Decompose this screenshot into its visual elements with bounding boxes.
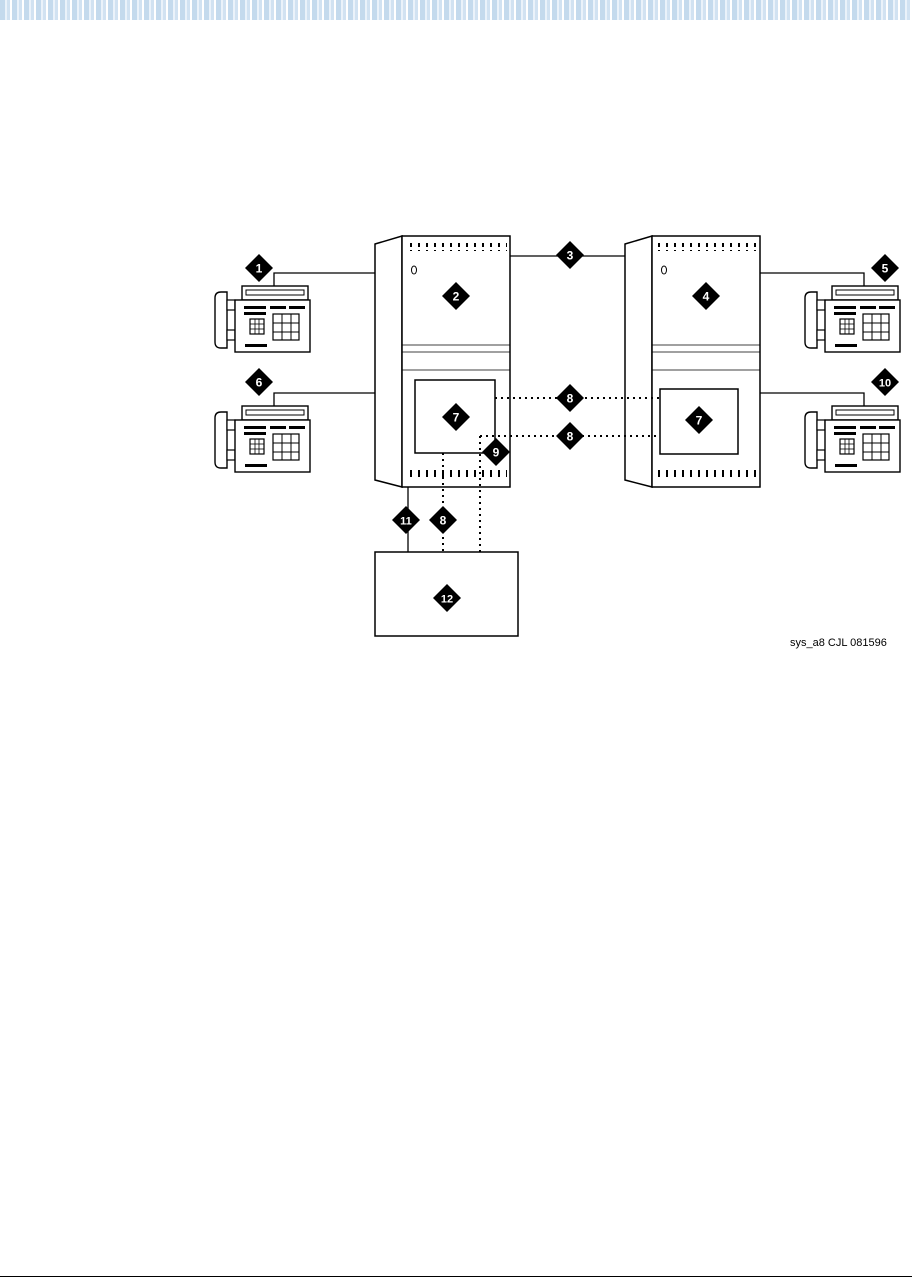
callout-6: 6: [245, 368, 273, 396]
callout-12-label: 12: [441, 594, 453, 606]
callout-7-left-label: 7: [453, 411, 460, 425]
callout-4-label: 4: [703, 290, 710, 304]
callout-8-top-label: 8: [567, 392, 574, 406]
callout-5-label: 5: [882, 262, 889, 276]
callout-8-middle-label: 8: [567, 430, 574, 444]
callout-11-label: 11: [400, 516, 412, 528]
callout-10: 10: [871, 368, 899, 396]
phone-5: [805, 286, 900, 352]
phone-1: [215, 286, 310, 352]
callout-3-label: 3: [567, 249, 574, 263]
callout-1-label: 1: [256, 262, 263, 276]
figure-id-caption: sys_a8 CJL 081596: [790, 637, 887, 649]
callout-11: 11: [392, 506, 420, 534]
callout-10-label: 10: [879, 378, 891, 390]
phone-10: [805, 406, 900, 472]
callout-2-label: 2: [453, 290, 460, 304]
callout-8-bottom-label: 8: [440, 514, 447, 528]
footer-rule: [0, 1276, 912, 1277]
phone-6: [215, 406, 310, 472]
callout-8-middle: 8: [556, 422, 584, 450]
callout-1: 1: [245, 254, 273, 282]
callout-6-label: 6: [256, 376, 263, 390]
callout-9-label: 9: [493, 446, 500, 460]
callout-5: 5: [871, 254, 899, 282]
callout-8-bottom: 8: [429, 506, 457, 534]
cabinet-right: [625, 236, 760, 487]
callout-3: 3: [556, 241, 584, 269]
callout-8-top: 8: [556, 384, 584, 412]
callout-7-right-label: 7: [696, 414, 703, 428]
